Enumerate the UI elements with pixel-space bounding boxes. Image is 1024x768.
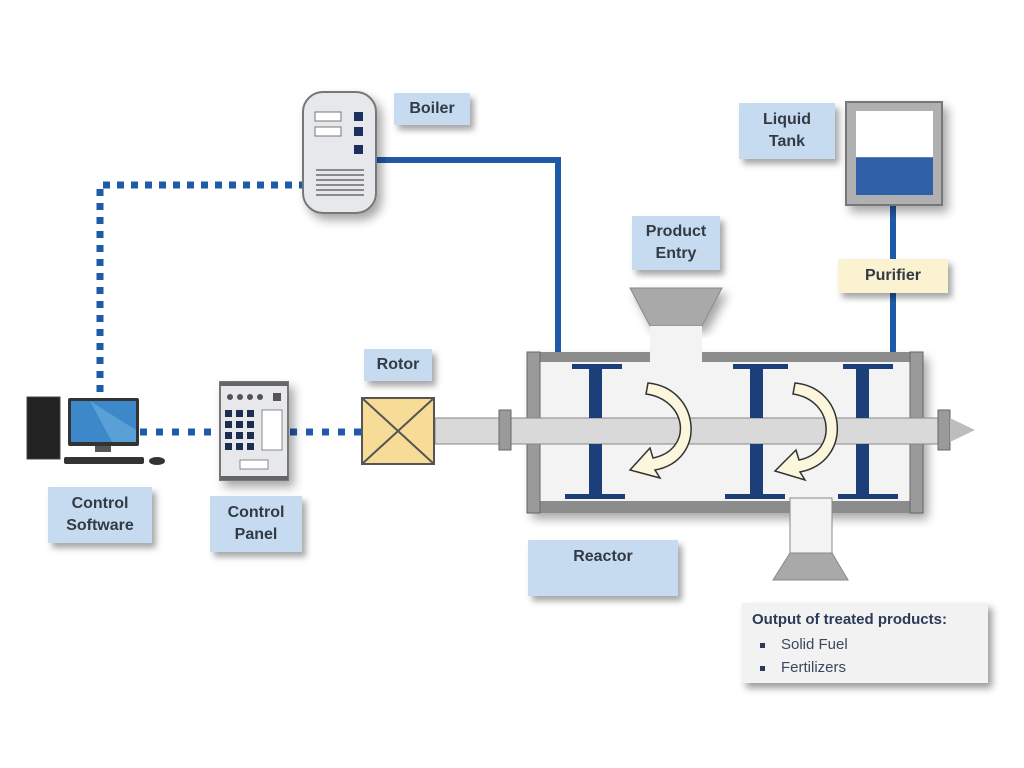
mixing-blades [565, 364, 898, 499]
output-products-box: Output of treated products: Solid Fuel F… [742, 603, 988, 683]
pipe-boiler-to-reactor [375, 157, 561, 352]
product-entry-label-line1: Product [645, 223, 707, 240]
product-entry-hopper [629, 287, 723, 364]
output-title: Output of treated products: [752, 611, 947, 628]
liquid-tank [845, 101, 943, 206]
liquid-tank-label-line2: Tank [768, 133, 806, 150]
rotor-label: Rotor [364, 349, 432, 381]
rotor-label-text: Rotor [376, 356, 420, 373]
control-links [96, 181, 362, 436]
output-item-fertilizers: Fertilizers [760, 656, 848, 679]
liquid-tank-label: Liquid Tank [739, 103, 835, 159]
product-entry-label: Product Entry [632, 216, 720, 270]
product-entry-label-line2: Entry [655, 245, 697, 262]
output-item-solid-fuel: Solid Fuel [760, 633, 848, 656]
rotation-arrows [628, 382, 838, 482]
output-chute [772, 497, 849, 581]
boiler-details [314, 111, 364, 196]
control-software-label-line1: Control [71, 495, 129, 512]
rotor [361, 397, 435, 465]
control-panel-label-line1: Control [227, 504, 285, 521]
output-list: Solid Fuel Fertilizers [760, 633, 848, 679]
rotation-arrow-2 [773, 382, 838, 482]
rotation-arrow-1 [628, 382, 692, 480]
link-software-to-boiler [96, 181, 302, 392]
control-software-label: Control Software [48, 487, 152, 543]
control-panel-label-line2: Panel [234, 526, 278, 543]
boiler-label: Boiler [394, 93, 470, 125]
boiler-unit [302, 91, 377, 214]
computer [26, 396, 165, 465]
tank-liquid-level [856, 157, 933, 195]
reactor-label: Reactor [528, 540, 678, 596]
purifier-label-text: Purifier [864, 267, 921, 284]
control-panel-label: Control Panel [210, 496, 302, 552]
reactor-label-text: Reactor [573, 548, 633, 565]
boiler-label-text: Boiler [409, 100, 455, 117]
liquid-tank-label-line1: Liquid [763, 111, 811, 128]
control-software-label-line2: Software [66, 517, 134, 534]
purifier-label: Purifier [838, 259, 948, 293]
control-panel-device [219, 381, 289, 481]
